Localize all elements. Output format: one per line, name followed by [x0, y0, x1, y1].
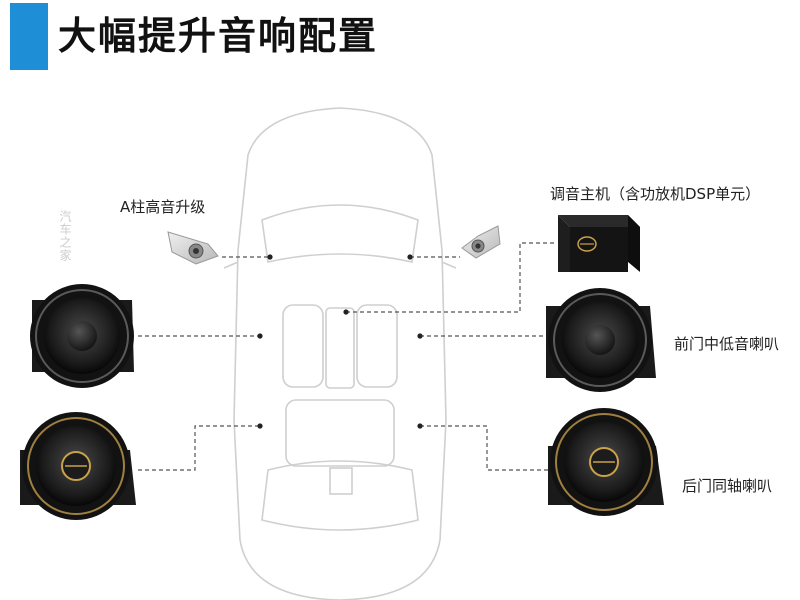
label-a-pillar-tweeter: A柱高音升级 [120, 198, 206, 216]
car-outline [223, 107, 457, 600]
connector-dots [257, 254, 423, 429]
left-front-speaker [30, 284, 134, 388]
label-front-door-speaker: 前门中低音喇叭 [674, 335, 780, 353]
left-rear-speaker [20, 412, 136, 520]
right-front-speaker [546, 288, 656, 392]
label-head-unit: 调音主机（含功放机DSP单元） [550, 185, 761, 203]
page-title: 大幅提升音响配置 [58, 14, 379, 58]
a-pillar-tweeter-right [461, 225, 501, 259]
title-accent-bar [10, 3, 48, 70]
head-unit-dsp-box [558, 215, 640, 272]
label-rear-door-speaker: 后门同轴喇叭 [682, 477, 773, 495]
watermark: 汽车之家 [58, 210, 72, 262]
a-pillar-tweeter-left [167, 231, 219, 265]
right-rear-speaker [548, 408, 664, 516]
connector-lines [138, 242, 556, 471]
